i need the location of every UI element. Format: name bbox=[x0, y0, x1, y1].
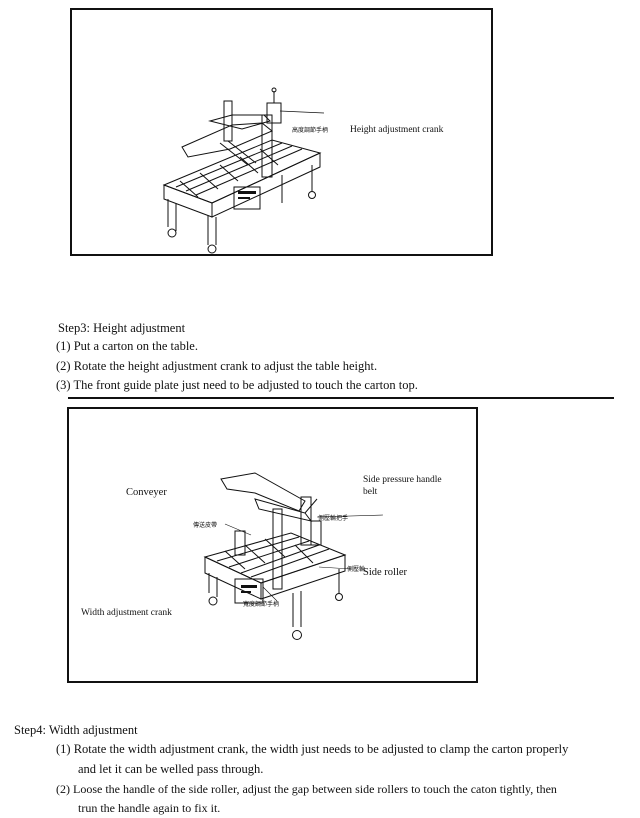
label-side-pressure-handle: Side pressure handle bbox=[363, 475, 442, 485]
label-belt: belt bbox=[363, 487, 378, 497]
step4-item1-line1: (1) Rotate the width adjustment crank, t… bbox=[56, 742, 569, 756]
step3-title: Step3: Height adjustment bbox=[58, 321, 186, 335]
label-cn-side-roller: 側壓輪 bbox=[347, 566, 366, 573]
figure-height-adjustment: 高度調節手柄 Height adjustment crank bbox=[70, 8, 493, 256]
label-cn-conveyor-belt: 傳送皮帶 bbox=[193, 522, 218, 529]
label-conveyer: Conveyer bbox=[126, 487, 167, 498]
carton-sealer-machine-drawing-2 bbox=[203, 472, 384, 640]
step3-item-3: (3) The front guide plate just need to b… bbox=[56, 378, 418, 392]
step4-item2-line2: trun the handle again to fix it. bbox=[78, 801, 221, 815]
label-width-adjustment-crank: Width adjustment crank bbox=[81, 608, 172, 618]
divider-line bbox=[68, 397, 614, 399]
label-cn-height-crank: 高度調節手柄 bbox=[292, 127, 329, 134]
step3-item-1: (1) Put a carton on the table. bbox=[56, 339, 198, 353]
label-side-roller: Side roller bbox=[363, 567, 408, 578]
figure-width-adjustment: Conveyer Side pressure handle belt 傳送皮帶 … bbox=[67, 407, 478, 683]
label-cn-width-crank: 寬度調節手柄 bbox=[243, 601, 280, 608]
step4-item2-line1: (2) Loose the handle of the side roller,… bbox=[56, 782, 557, 796]
carton-sealer-machine-drawing bbox=[162, 87, 325, 254]
step3-item-2: (2) Rotate the height adjustment crank t… bbox=[56, 359, 378, 373]
label-height-adjustment-crank: Height adjustment crank bbox=[350, 125, 444, 135]
step4-title: Step4: Width adjustment bbox=[14, 723, 138, 737]
label-cn-side-roller-handle: 側壓輪把手 bbox=[318, 515, 349, 522]
step4-item1-line2: and let it can be welled pass through. bbox=[78, 762, 264, 776]
